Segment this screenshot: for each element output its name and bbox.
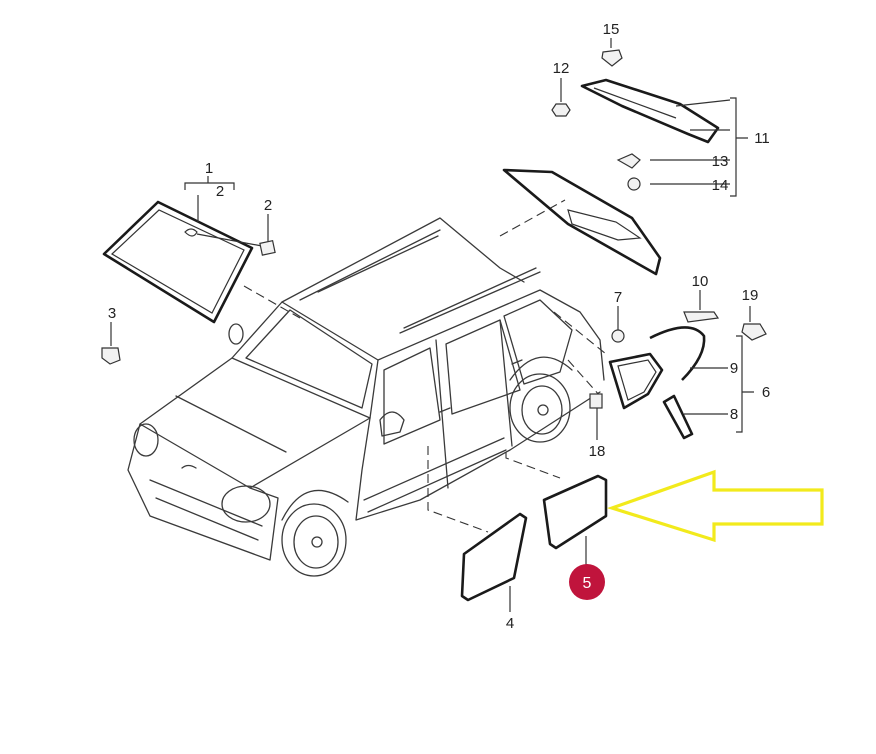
- nut-part-12[interactable]: [551, 78, 571, 117]
- grommet-part-7[interactable]: [611, 306, 625, 343]
- windshield-part-1[interactable]: [102, 200, 263, 324]
- rear-window[interactable]: [502, 168, 662, 276]
- clip-part-13[interactable]: [616, 153, 641, 169]
- rear-spoiler-part-11[interactable]: [580, 78, 748, 197]
- callout-5: 5: [583, 575, 592, 592]
- callout-9: 9: [730, 360, 738, 377]
- door-window-part-4[interactable]: [460, 512, 528, 612]
- highlight-arrow: [606, 469, 824, 543]
- clip-part-2[interactable]: [259, 214, 276, 256]
- callout-8: 8: [730, 406, 738, 423]
- callout-14: 14: [712, 177, 729, 194]
- nut-part-14[interactable]: [627, 177, 641, 191]
- callout-2b: 2: [264, 197, 272, 214]
- highlight-badge-part-5[interactable]: [569, 564, 605, 600]
- callout-13: 13: [712, 153, 729, 170]
- clip-part-3[interactable]: [101, 322, 121, 365]
- callout-15: 15: [603, 21, 620, 38]
- leader-lines: [243, 199, 607, 533]
- callout-3: 3: [108, 305, 116, 322]
- callout-4: 4: [506, 615, 514, 632]
- callout-labels: 1 2 2 3 4 5 6 7 8 9 10 11 12 13 14 15 18…: [108, 21, 770, 632]
- bolt-part-19[interactable]: [741, 306, 767, 341]
- callout-10: 10: [692, 273, 709, 290]
- clip-part-15[interactable]: [601, 38, 623, 67]
- callout-7: 7: [614, 289, 622, 306]
- callout-19: 19: [742, 287, 759, 304]
- bracket-part-6: [736, 335, 754, 433]
- callout-12: 12: [553, 60, 570, 77]
- callout-1: 1: [205, 160, 213, 177]
- seal-part-9[interactable]: [649, 326, 728, 381]
- vehicle-outline: [127, 217, 605, 577]
- callout-11: 11: [754, 130, 770, 147]
- door-window-part-5[interactable]: [542, 474, 608, 566]
- clip-part-18[interactable]: [589, 393, 603, 440]
- trim-part-8[interactable]: [662, 394, 728, 440]
- quarter-window-part-6[interactable]: [608, 352, 664, 410]
- callout-18: 18: [589, 443, 606, 460]
- callout-2a: 2: [216, 183, 224, 200]
- bracket-part-10[interactable]: [683, 290, 720, 323]
- windshield-bracket-part-1-2: [184, 176, 235, 222]
- callout-6: 6: [762, 384, 770, 401]
